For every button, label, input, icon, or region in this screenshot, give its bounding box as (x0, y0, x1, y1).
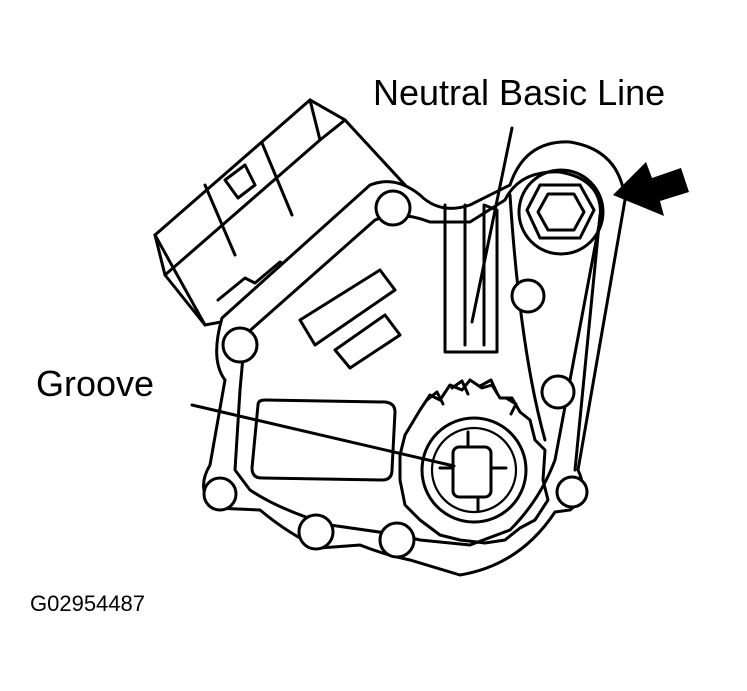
mounting-hole (510, 278, 546, 314)
mounting-hole (374, 189, 412, 227)
groove-label: Groove (36, 363, 154, 404)
mounting-hole (555, 475, 589, 509)
neutral-basic-line-leader (470, 126, 514, 324)
pointer-arrow-icon (613, 162, 689, 216)
neutral-basic-line-label: Neutral Basic Line (373, 72, 665, 113)
mounting-hole (221, 326, 259, 364)
leader-lines (190, 126, 514, 468)
mounting-hole (540, 374, 576, 410)
mounting-hole (378, 521, 416, 559)
mounting-hole (297, 513, 335, 551)
hex-bolt (517, 168, 605, 256)
shaft-assembly (398, 378, 550, 545)
mounting-holes (202, 189, 589, 559)
groove-leader (190, 403, 456, 468)
figure-code: G02954487 (30, 591, 145, 616)
mounting-hole (202, 476, 238, 512)
